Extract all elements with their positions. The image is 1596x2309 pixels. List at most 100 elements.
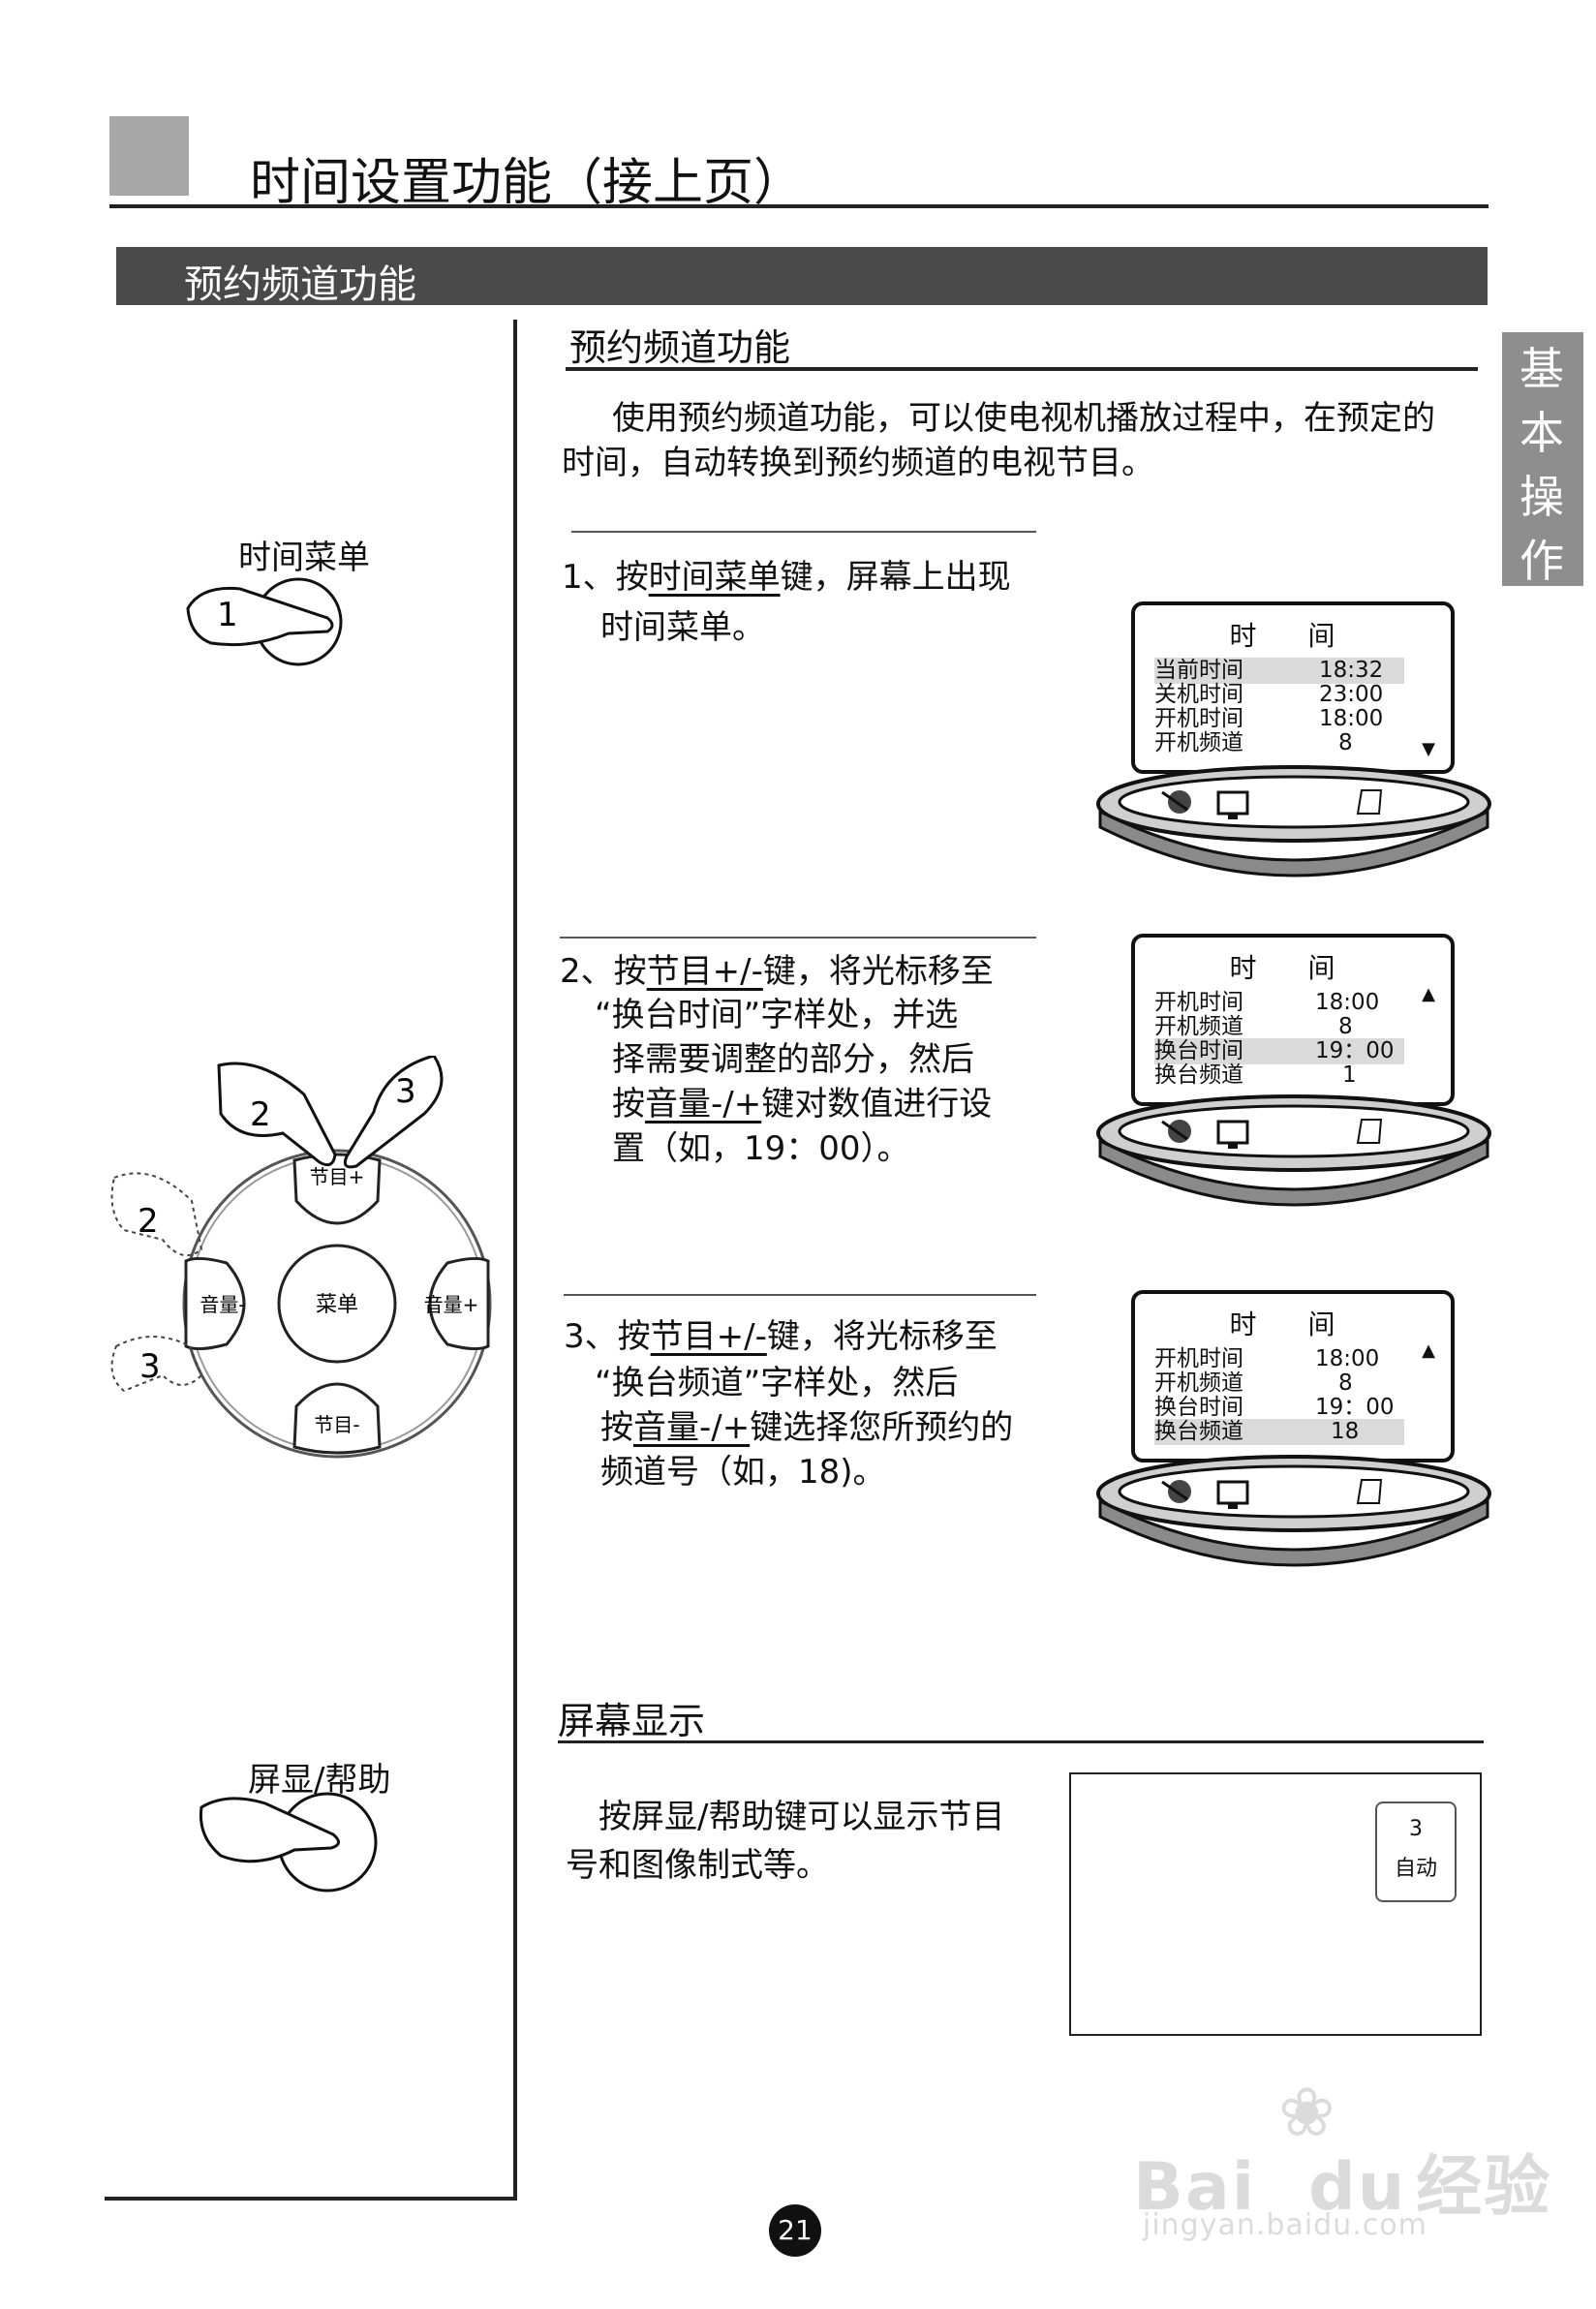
watermark-paw-icon: ❀ [1278, 2073, 1335, 2152]
menu-row-value: 8 [1338, 730, 1353, 755]
menu-row: 开机频道 8 [1154, 1370, 1404, 1397]
step3-text: 3、按节目+/-键，将光标移至 [564, 1309, 998, 1357]
menu-row-label: 开机频道 [1154, 1014, 1243, 1039]
monitor-icon [1216, 1120, 1249, 1149]
section2-text: 按屏显/帮助键可以显示节目 [598, 1798, 1005, 1836]
pointing-hand-icon [110, 1172, 203, 1257]
header-rule [109, 204, 1489, 208]
step2-line4: 按音量-/+键对数值进行设 [612, 1077, 992, 1124]
menu-button-label: 菜单 [316, 1293, 358, 1317]
step2-suffix: 键，将光标移至 [762, 952, 994, 991]
menu-title: 时 间 [1229, 620, 1357, 652]
step2-line4-key: 音量-/+ [645, 1085, 762, 1124]
pointing-hand-icon [343, 1056, 444, 1169]
step1-text: 1、按时间菜单键，屏幕上出现 [562, 550, 1011, 598]
watermark-product: 经验 [1416, 2149, 1552, 2226]
menu-row-label: 开机时间 [1154, 1346, 1243, 1371]
section2-text: 号和图像制式等。 [566, 1846, 829, 1885]
watermark-brand-part: Bai [1133, 2149, 1257, 2226]
menu-row-label: 换台频道 [1154, 1419, 1243, 1444]
step2-prefix: 2、按 [560, 952, 647, 991]
channel-down-button[interactable] [292, 1382, 382, 1455]
step2-rule [560, 937, 1036, 939]
finger-number: 1 [217, 596, 238, 634]
menu-row-label: 换台频道 [1154, 1062, 1243, 1088]
osd-box: 3 自动 [1375, 1801, 1457, 1902]
step2-line4-prefix: 按 [612, 1085, 645, 1124]
side-tab: 基 本 操 作 [1502, 332, 1583, 587]
menu-row-value: 23:00 [1319, 682, 1384, 707]
step2-line2: “换台时间”字样处，并选 [595, 996, 959, 1034]
menu-row-label: 换台时间 [1154, 1395, 1243, 1420]
menu-row: 换台频道 1 [1154, 1062, 1404, 1089]
menu-row-value: 18:32 [1319, 658, 1384, 683]
menu-row-label: 关机时间 [1154, 682, 1243, 707]
osd-channel-number: 3 [1409, 1817, 1423, 1841]
menu-button[interactable] [277, 1244, 397, 1364]
scroll-down-icon: ▼ [1422, 739, 1435, 759]
step1-prefix: 1、按 [562, 558, 649, 597]
step2-key: 节目+/- [646, 952, 763, 991]
scroll-up-icon: ▲ [1422, 1340, 1435, 1361]
apple-icon [1161, 1480, 1191, 1503]
menu-row: 当前时间 18:32 [1154, 658, 1404, 684]
step2-line5: 置（如，19：00）。 [612, 1129, 910, 1168]
side-tab-char: 操 [1519, 471, 1564, 523]
menu-title: 时 间 [1229, 952, 1357, 984]
screen-display-example: 3 自动 [1069, 1772, 1482, 2036]
page-title: 时间设置功能（接上页） [250, 154, 805, 212]
section1-intro: 使用预约频道功能，可以使电视机播放过程中，在预定的 [612, 399, 1435, 438]
time-menu-button-label: 时间菜单 [238, 539, 370, 577]
menu-row: 开机频道 8 [1154, 1014, 1404, 1040]
menu-row-value: 18:00 [1319, 706, 1384, 731]
pointing-hand-icon [199, 1797, 340, 1863]
step3-line4: 频道号（如，18)。 [600, 1453, 886, 1492]
finger-number: 2 [138, 1202, 159, 1241]
tv-stand-3 [1096, 1455, 1491, 1567]
monitor-icon [1216, 790, 1249, 819]
step1-rule [571, 531, 1036, 533]
step3-key: 节目+/- [650, 1317, 767, 1356]
menu-row-label: 开机频道 [1154, 1370, 1243, 1396]
monitor-icon [1216, 1480, 1249, 1509]
menu-row-value: 8 [1338, 1014, 1353, 1039]
finger-number: 3 [139, 1347, 161, 1386]
menu-row-value: 1 [1342, 1062, 1357, 1088]
step1-key: 时间菜单 [648, 558, 781, 597]
step3-line3-prefix: 按 [600, 1408, 633, 1447]
column-divider [513, 320, 517, 2201]
step2-line4-suffix: 键对数值进行设 [761, 1085, 993, 1124]
pointing-hand-icon [110, 1336, 203, 1393]
time-menu-button-illustration: 1 [186, 577, 343, 666]
volume-down-button[interactable] [184, 1256, 246, 1351]
menu-row-value: 8 [1338, 1370, 1353, 1396]
tv-stand-1 [1096, 765, 1491, 877]
volume-up-button[interactable] [428, 1256, 490, 1351]
channel-up-label: 节目+ [310, 1165, 365, 1188]
menu-row-value: 18:00 [1315, 990, 1380, 1015]
page-number-text: 21 [778, 2214, 813, 2246]
step3-line3-suffix: 键选择您所预约的 [750, 1408, 1014, 1447]
menu-row-label: 当前时间 [1154, 658, 1243, 683]
menu-row-label: 开机时间 [1154, 990, 1243, 1015]
menu-row-value: 19：00 [1315, 1395, 1395, 1420]
bottom-rule [105, 2197, 517, 2201]
step2-text: 2、按节目+/-键，将光标移至 [560, 944, 994, 992]
step3-line2: “换台频道”字样处，然后 [595, 1364, 959, 1402]
page-icon [1356, 789, 1383, 815]
step1-suffix: 键，屏幕上出现 [780, 558, 1011, 597]
pointing-hand-icon [217, 1062, 337, 1167]
step3-suffix: 键，将光标移至 [766, 1317, 998, 1356]
page-number: 21 [769, 2204, 821, 2257]
apple-icon [1161, 1120, 1191, 1143]
page-icon [1356, 1119, 1383, 1144]
step1-text-line2: 时间菜单。 [600, 608, 765, 647]
watermark-brand-part: du [1308, 2149, 1407, 2226]
